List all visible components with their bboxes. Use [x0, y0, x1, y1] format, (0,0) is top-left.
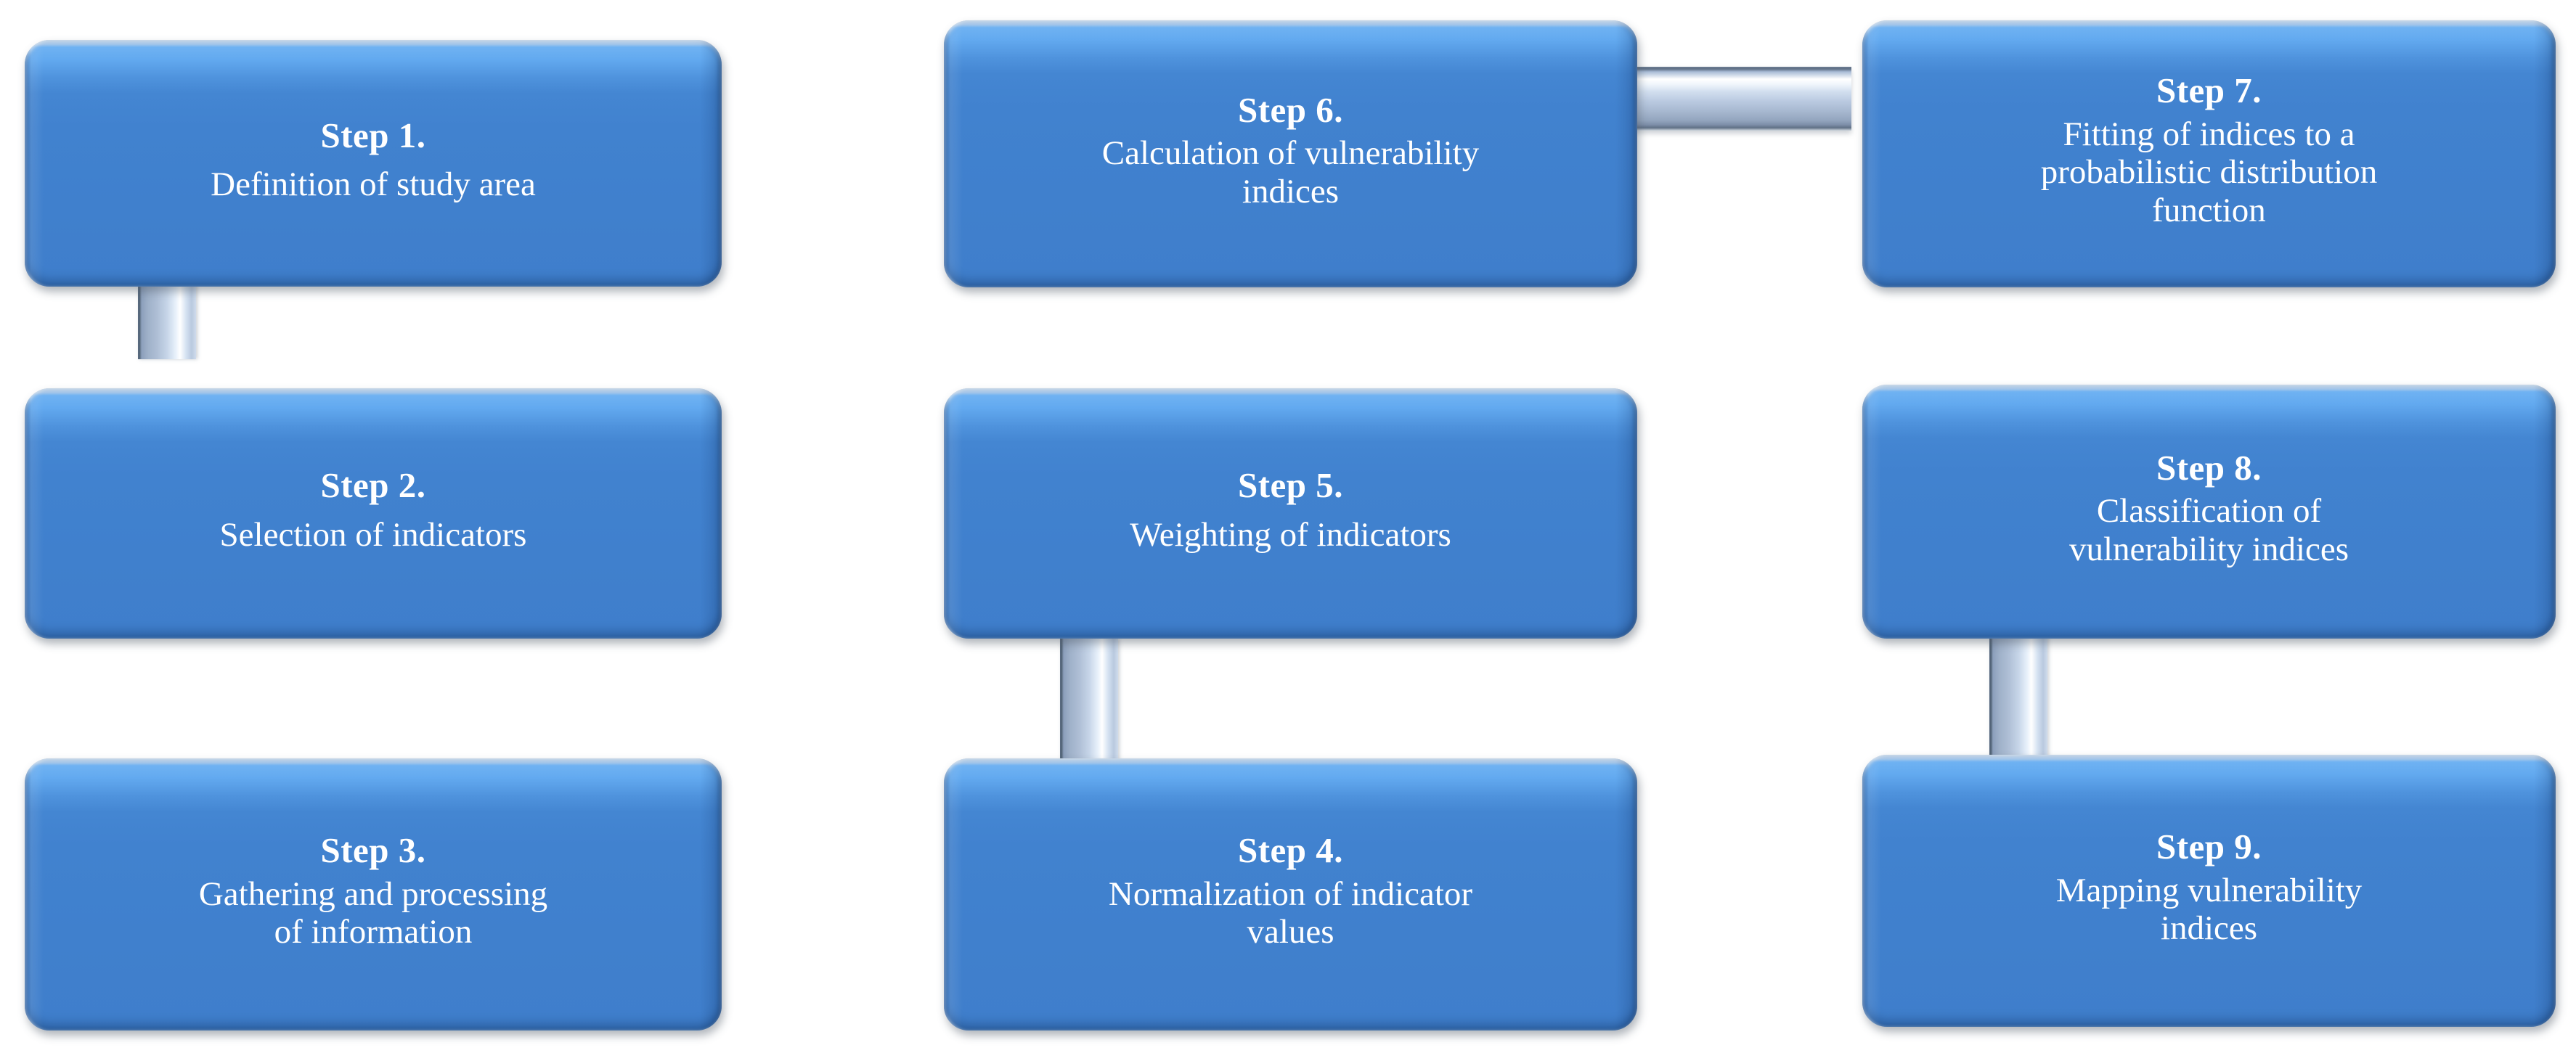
node-step1-body: Definition of study area [211, 165, 536, 204]
node-step5[interactable]: Step 5. Weighting of indicators [944, 388, 1637, 639]
connector-step6-step7 [1605, 67, 1851, 131]
connector-step2-step3 [138, 272, 196, 359]
node-step3-title: Step 3. [320, 830, 426, 871]
node-step6-title: Step 6. [1237, 89, 1344, 130]
node-step4-title: Step 4. [1237, 830, 1344, 871]
node-step5-body: Weighting of indicators [1130, 515, 1451, 554]
node-step1-title: Step 1. [320, 115, 426, 155]
node-step9-title: Step 9. [2156, 827, 2262, 867]
node-step2-body: Selection of indicators [219, 515, 527, 554]
node-step2[interactable]: Step 2. Selection of indicators [25, 388, 722, 639]
node-step8-title: Step 8. [2156, 447, 2262, 488]
node-step1[interactable]: Step 1. Definition of study area [25, 40, 722, 287]
node-step2-title: Step 2. [320, 465, 426, 506]
node-step7-title: Step 7. [2156, 70, 2262, 111]
node-step5-title: Step 5. [1237, 465, 1344, 506]
